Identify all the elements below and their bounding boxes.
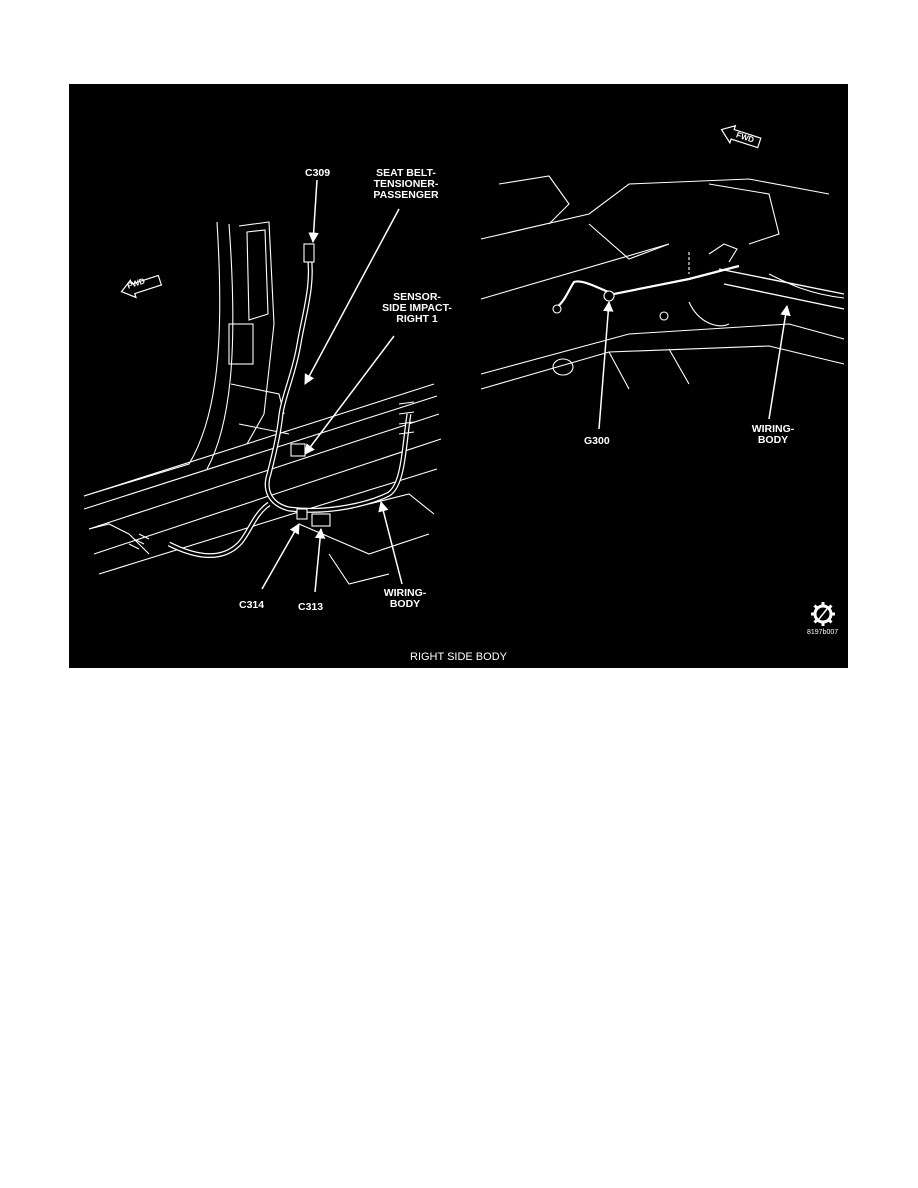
label-seat-belt-line1: SEAT BELT- — [376, 167, 436, 179]
label-c314: C314 — [239, 599, 265, 611]
label-seat-belt-line2: TENSIONER- — [373, 178, 439, 190]
fwd-arrow-left-icon — [120, 274, 163, 299]
label-seat-belt-tensioner: SEAT BELT- TENSIONER- PASSENGER — [367, 168, 445, 201]
fwd-arrow-right-icon — [720, 124, 762, 149]
label-wiring-body-right: WIRING- BODY — [743, 424, 803, 446]
label-sensor-line3: RIGHT 1 — [396, 313, 438, 325]
label-sensor-side-impact: SENSOR- SIDE IMPACT- RIGHT 1 — [379, 292, 455, 325]
label-c313: C313 — [298, 601, 324, 613]
label-c309: C309 — [305, 167, 331, 179]
label-seat-belt-line3: PASSENGER — [373, 189, 439, 201]
left-view-leaders — [261, 179, 403, 593]
label-wiring-body-left: WIRING- BODY — [375, 588, 435, 610]
label-sensor-line1: SENSOR- — [393, 291, 441, 303]
gear-icon — [811, 602, 835, 626]
right-view-leaders — [598, 300, 791, 430]
left-view-drawing — [83, 221, 442, 585]
label-wiring-right-line1: WIRING- — [751, 423, 795, 435]
figure-code: 8197b007 — [807, 629, 839, 636]
diagram-artwork — [83, 124, 845, 626]
label-sensor-line2: SIDE IMPACT- — [382, 302, 452, 314]
label-g300: G300 — [584, 435, 610, 447]
figure-caption: RIGHT SIDE BODY — [410, 651, 507, 663]
wiring-diagram-figure: FWD FWD C309 SEAT BELT- TENSIONER- PASSE… — [69, 84, 848, 668]
label-wiring-left-line1: WIRING- — [383, 587, 427, 599]
right-view-drawing — [480, 175, 845, 390]
label-wiring-left-line2: BODY — [389, 598, 421, 610]
label-wiring-right-line2: BODY — [757, 434, 789, 446]
